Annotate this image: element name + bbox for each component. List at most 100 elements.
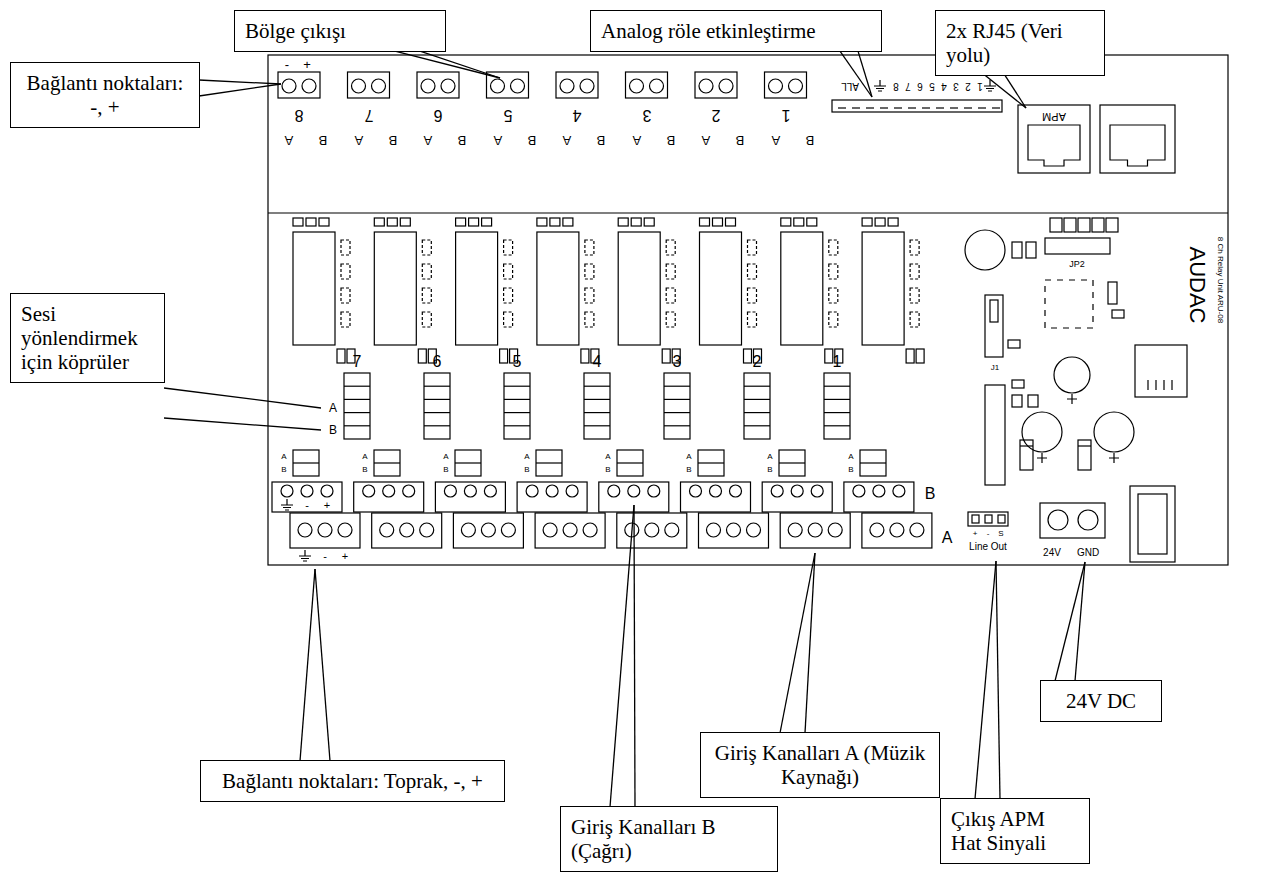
jumper-header xyxy=(1045,238,1110,254)
terminal-screw xyxy=(511,79,525,93)
input-terminal-a xyxy=(372,513,442,548)
smd-part xyxy=(563,218,573,226)
smd-part xyxy=(422,264,431,279)
smd-part xyxy=(748,264,757,279)
board-label: 3 xyxy=(953,81,959,91)
bridge-header xyxy=(664,373,690,439)
smd-part xyxy=(319,218,329,226)
bridge-divider xyxy=(504,399,530,400)
terminal-screw xyxy=(791,485,803,497)
rj45-opening xyxy=(1028,125,1080,166)
connector-pin xyxy=(866,107,874,108)
board-label: A xyxy=(424,134,433,147)
smd-part xyxy=(341,240,350,255)
board-label: A xyxy=(493,134,502,147)
bridge-divider xyxy=(344,425,370,426)
bridge-divider xyxy=(824,412,850,413)
small-bridge xyxy=(374,450,400,476)
leader-line xyxy=(315,569,330,761)
smd-part xyxy=(422,312,431,327)
terminal-screw xyxy=(690,485,702,497)
relay xyxy=(862,232,904,345)
board-label: B xyxy=(666,134,675,147)
board-label: 2 xyxy=(965,81,971,91)
board-label: + xyxy=(324,500,330,511)
bridge-divider xyxy=(424,425,450,426)
board-label: B xyxy=(281,466,286,474)
bridge-divider xyxy=(344,412,370,413)
smd-part xyxy=(700,218,710,226)
board-label: ALL xyxy=(841,81,859,91)
terminal-screw xyxy=(481,523,495,537)
buzzer xyxy=(965,230,1005,270)
smd-part xyxy=(748,288,757,303)
terminal-screw xyxy=(338,523,352,537)
terminal-screw xyxy=(298,523,312,537)
smd-part xyxy=(1108,282,1117,304)
board-label: A xyxy=(354,134,363,147)
bridge-divider xyxy=(824,386,850,387)
board-label: 4 xyxy=(593,354,602,370)
terminal-screw xyxy=(301,485,313,497)
smd-part xyxy=(585,312,594,327)
leader-line xyxy=(975,561,996,799)
dip-switch xyxy=(1050,218,1062,232)
smd-part xyxy=(585,288,594,303)
terminal-screw xyxy=(318,523,332,537)
board-label: A xyxy=(686,453,691,461)
leader-line xyxy=(300,569,315,761)
board-label: A xyxy=(329,402,337,414)
board-label: 5 xyxy=(503,107,512,123)
small-bridge xyxy=(536,450,562,476)
terminal-screw xyxy=(403,485,415,497)
board-label: 8 xyxy=(893,81,899,91)
board-label: 4 xyxy=(941,81,947,91)
board-label: 6 xyxy=(433,354,442,370)
board-label: 7 xyxy=(905,81,911,91)
smd-part xyxy=(293,218,303,226)
smd-part xyxy=(748,240,757,255)
ground-symbol xyxy=(984,80,996,91)
input-terminal-a xyxy=(290,513,360,548)
regulator-pin xyxy=(1147,380,1148,390)
regulator-pin xyxy=(1155,380,1156,390)
smd-part xyxy=(585,264,594,279)
smd-part xyxy=(862,218,872,226)
callout-box: Çıkış APM Hat Sinyali xyxy=(940,798,1090,864)
terminal-screw xyxy=(566,485,578,497)
terminal-screw xyxy=(828,523,842,537)
terminal-screw xyxy=(853,485,865,497)
board-label: APM xyxy=(1042,111,1066,122)
bridge-divider xyxy=(504,386,530,387)
relay xyxy=(456,232,498,345)
small-bridge xyxy=(293,450,319,476)
board-label: A xyxy=(285,134,294,147)
callout-box: 24V DC xyxy=(1040,680,1162,722)
input-terminal-a xyxy=(699,513,769,548)
smd-part xyxy=(550,218,560,226)
smd-part xyxy=(1008,340,1020,348)
callout-text: Çıkış APM Hat Sinyali xyxy=(951,807,1079,855)
board-label: - xyxy=(305,500,309,511)
terminal-screw xyxy=(372,79,386,93)
small-bridge xyxy=(617,450,643,476)
zone-terminal xyxy=(765,72,807,98)
bridge-divider xyxy=(424,399,450,400)
smd-part xyxy=(418,349,426,363)
callout-text: Bağlantı noktaları: Toprak, -, + xyxy=(211,769,494,793)
board-label: B xyxy=(319,134,328,147)
terminal-screw xyxy=(890,523,904,537)
terminal-screw xyxy=(719,79,733,93)
board-label: B xyxy=(443,466,448,474)
input-terminal-a xyxy=(780,513,850,548)
callout-box: Bağlantı noktaları: -, + xyxy=(10,62,200,128)
smd-part xyxy=(910,240,919,255)
bridge-header xyxy=(744,373,770,439)
terminal-screw xyxy=(501,523,515,537)
board-label: 8 Ch Relay Unit ARU-08 xyxy=(1216,237,1224,323)
callout-text: Bağlantı noktaları: -, + xyxy=(21,71,189,119)
connector-pin xyxy=(852,107,860,108)
smd-part xyxy=(825,349,833,363)
board-label: 7 xyxy=(353,354,362,370)
terminal-screw xyxy=(771,485,783,497)
